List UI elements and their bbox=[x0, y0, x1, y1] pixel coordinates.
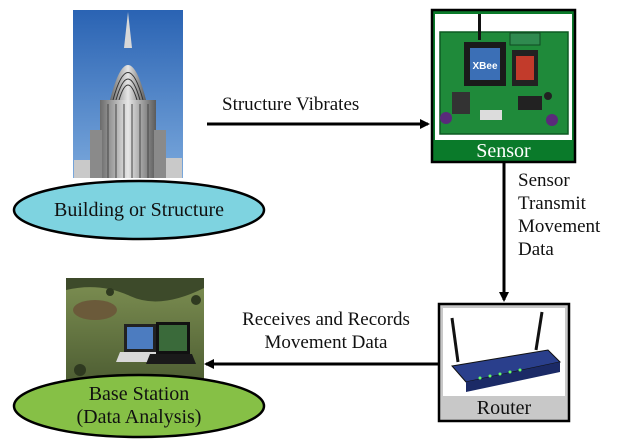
building-image bbox=[73, 10, 183, 178]
sensor-label: Sensor bbox=[476, 140, 531, 162]
router-box bbox=[437, 302, 571, 423]
building-ellipse bbox=[12, 179, 266, 241]
base-station-ellipse bbox=[12, 373, 266, 439]
edge-label-line: Sensor bbox=[518, 170, 570, 191]
edge-label-line: Movement Data bbox=[264, 332, 388, 353]
base-station-image bbox=[66, 278, 204, 382]
edge-label-line: Transmit bbox=[518, 193, 586, 214]
edge-label-line: Receives and Records bbox=[242, 309, 410, 330]
edge-label-line: Movement bbox=[518, 216, 601, 237]
chip-label: XBee bbox=[472, 61, 497, 72]
base-station-label: Base Station (Data Analysis) bbox=[24, 383, 254, 429]
base-station-label-line1: Base Station bbox=[88, 383, 190, 405]
router-label: Router bbox=[476, 397, 532, 419]
sensor-box: XBee bbox=[430, 8, 577, 164]
building-label: Building or Structure bbox=[54, 199, 224, 221]
edge-label-structure-vibrates: Structure Vibrates bbox=[222, 94, 360, 115]
edge-label-sensor-transmit: Sensor Transmit Movement Data bbox=[518, 169, 600, 261]
edge-label-receives-records: Receives and Records Movement Data bbox=[210, 308, 442, 354]
base-station-label-line2: (Data Analysis) bbox=[76, 406, 202, 428]
edge-label-line: Data bbox=[518, 239, 554, 260]
